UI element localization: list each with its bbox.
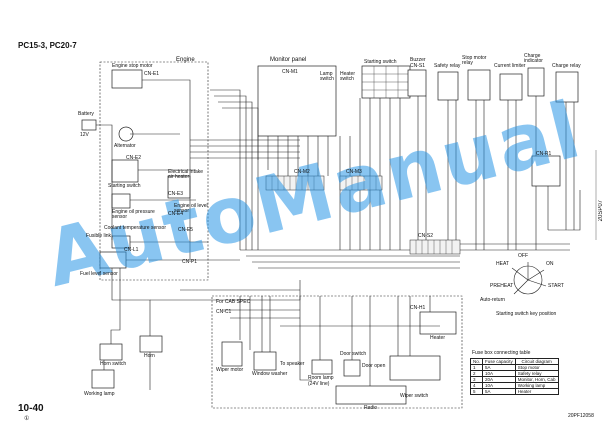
- horn-switch-box: [99, 343, 123, 361]
- label-oil-pressure-sensor: Engine oil pressure sensor: [112, 209, 155, 220]
- label-window-washer: Window washer: [252, 371, 288, 377]
- key-pos-heat: HEAT: [496, 261, 509, 267]
- charge-relay-box: [555, 71, 579, 103]
- label-key-position: Starting switch key position: [496, 311, 557, 317]
- connector-label: CN-R1: [536, 151, 552, 157]
- working-lamp-box: [91, 369, 115, 389]
- label-horn-switch: Horn switch: [100, 361, 127, 367]
- label-radio: Radio: [364, 405, 378, 411]
- safety-relay-box: [437, 71, 459, 101]
- label-monitor-panel: Monitor panel: [270, 57, 307, 63]
- fuse-col-header: Circuit diagram: [514, 358, 559, 365]
- monitor-panel-frame: [257, 65, 337, 137]
- label-fusible-link: Fusible link: [86, 233, 112, 239]
- label-engine: Engine: [176, 57, 195, 63]
- label-wiper-motor: Wiper motor: [216, 367, 244, 373]
- label-heater-switch: Heater switch: [340, 71, 356, 82]
- key-pos-start: START: [548, 283, 564, 289]
- label-battery: Battery: [78, 111, 94, 117]
- connector-label: CN-E4: [168, 211, 184, 217]
- label-lamp-switch: Lamp switch: [320, 71, 334, 82]
- fuse-table-title: Fuse box connecting table: [472, 350, 531, 356]
- stop-motor-relay-box: [467, 69, 491, 101]
- label-heater: Heater: [430, 335, 446, 341]
- key-pos-preheat: PREHEAT: [490, 283, 514, 289]
- label-working-lamp: Working lamp: [84, 391, 115, 397]
- label-to-speaker: To speaker: [280, 361, 305, 367]
- heater-box: [419, 311, 457, 335]
- side-code: 20SP07: [598, 200, 604, 222]
- connector-label: CN-E2: [126, 155, 142, 161]
- page-number: 10-40: [18, 403, 44, 414]
- connector-label: CN-L1: [124, 247, 139, 253]
- buzzer-box: [407, 69, 427, 97]
- label-auto-return: Auto-return: [480, 297, 506, 303]
- connector-label: CN-E1: [144, 71, 160, 77]
- fuse-cell: Heater: [514, 388, 559, 395]
- fuse-table-row: 5 5A Heater: [469, 388, 559, 395]
- connector-label: CN-H1: [410, 305, 426, 311]
- room-lamp-box: [311, 359, 333, 375]
- connector-block-a: [265, 175, 325, 191]
- current-limiter-box: [499, 73, 523, 101]
- connector-label: CN-M3: [346, 169, 362, 175]
- fuse-table-row: 4 10A Working lamp: [469, 382, 559, 389]
- label-alternator: Alternator: [114, 143, 136, 149]
- label-door-switch: Door switch: [340, 351, 367, 357]
- connector-block-b: [339, 175, 383, 191]
- key-pos-on: ON: [546, 261, 554, 267]
- connector-label: CN-P1: [182, 259, 198, 265]
- doc-code: 20PF12058: [568, 413, 594, 419]
- label-coolant-temp-sensor: Coolant temperature sensor: [104, 225, 166, 231]
- engine-block: [99, 61, 209, 281]
- label-horn: Horn: [144, 353, 155, 359]
- key-position-diagram: [511, 262, 547, 295]
- label-for-cab-spec: For CAB SPEC: [216, 299, 251, 305]
- cab-spec-frame: [211, 295, 463, 409]
- starting-switch-left-box: [111, 159, 139, 183]
- engine-stop-motor-box: [111, 69, 143, 89]
- connector-label: CN-E5: [178, 227, 194, 233]
- label-starting-switch-top: Starting switch: [364, 59, 397, 65]
- label-charge-relay: Charge relay: [552, 63, 581, 69]
- connector-block-c: [409, 239, 461, 255]
- fuse-table: No. Fuse capacity Circuit diagram 1 5A S…: [469, 358, 559, 395]
- label-electrical-heater: Electrical intake air heater: [168, 169, 204, 180]
- label-room-lamp: Room lamp: [308, 375, 334, 381]
- label-battery-voltage: 12V: [80, 132, 89, 138]
- connector-label: CN-S1: [410, 63, 426, 69]
- window-washer-box: [253, 351, 277, 371]
- label-fuel-level-sensor: Fuel level sensor: [80, 271, 118, 277]
- label-buzzer: Buzzer: [410, 57, 426, 63]
- connector-label: CN-E3: [168, 191, 184, 197]
- label-charge-indicator: Charge indicator: [524, 53, 543, 64]
- label-wiper-switch: Wiper switch: [400, 393, 429, 399]
- connector-label: CN-M1: [282, 69, 298, 75]
- label-starting-switch-left: Starting switch: [108, 183, 141, 189]
- wiper-motor-box: [221, 341, 243, 367]
- model-header: PC15-3, PC20-7: [18, 41, 77, 50]
- page-mark: ①: [24, 416, 30, 422]
- connector-label: CN-M2: [294, 169, 310, 175]
- label-stop-motor-relay: Stop motor relay: [462, 55, 487, 66]
- fuse-col-header: Fuse capacity: [482, 358, 516, 365]
- label-oil-level-sensor: Engine oil level sensor: [174, 203, 208, 214]
- label-door-open: Door open: [362, 363, 386, 369]
- door-switch-box: [343, 359, 361, 377]
- radio-box: [335, 385, 407, 405]
- label-engine-stop-motor: Engine stop motor: [112, 63, 153, 69]
- fuse-cell: Monitor, Horn, Cab: [514, 376, 559, 383]
- label-current-limiter: Current limiter: [494, 63, 526, 69]
- connector-label: CN-S2: [418, 233, 434, 239]
- battery-symbol: [81, 119, 97, 131]
- horn-box: [139, 335, 163, 353]
- label-room-lamp-voltage: (24V line): [308, 381, 330, 387]
- fuse-cell: 5: [469, 388, 484, 395]
- key-pos-off: OFF: [518, 253, 528, 259]
- connector-label: CN-C1: [216, 309, 232, 315]
- wiper-switch-box: [389, 355, 441, 381]
- label-safety-relay: Safety relay: [434, 63, 461, 69]
- fuse-cell: 5A: [482, 388, 516, 395]
